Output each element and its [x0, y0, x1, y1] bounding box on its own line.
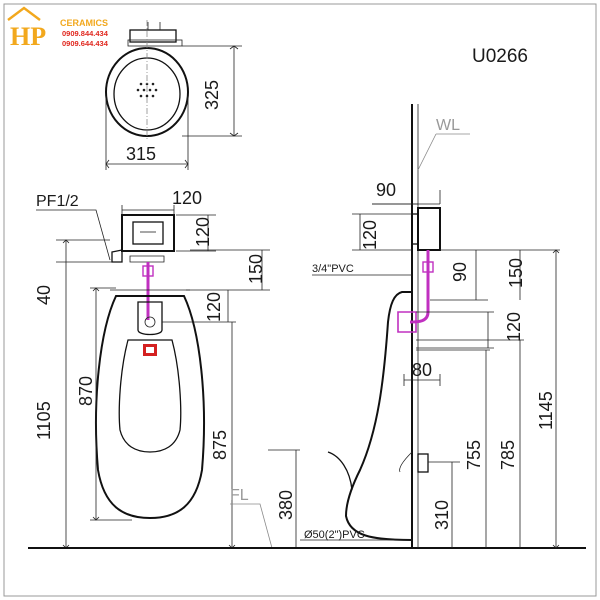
side-valve-120-label: 120 — [360, 220, 380, 250]
valve-height-120-label: 120 — [193, 217, 213, 247]
outlet-center-785-label: 785 — [498, 440, 518, 470]
rim-875-label: 875 — [210, 430, 230, 460]
floor-level-label: FL — [230, 487, 249, 504]
top-view-wall-plate — [129, 29, 177, 43]
spud-150-label: 150 — [506, 258, 526, 288]
drain-pvc-label: Ø50(2")PVC — [304, 529, 365, 541]
top-offset-40-label: 40 — [34, 285, 54, 305]
house-roof-icon — [7, 6, 41, 21]
logo-phone-1: 0909.844.434 — [62, 29, 109, 38]
spud-connector — [397, 311, 417, 333]
drain-outlet — [417, 453, 429, 473]
wall-level-label: WL — [436, 117, 460, 134]
spud-floor-1145-label: 1145 — [536, 391, 556, 430]
width-315-label: 315 — [126, 144, 156, 164]
wall-to-valve-90-label: 90 — [376, 180, 396, 200]
flush-valve-button — [132, 221, 164, 245]
outlet-top-755-label: 755 — [464, 440, 484, 470]
urinal-lip — [327, 451, 353, 491]
overall-1105-label: 1105 — [34, 401, 54, 440]
logo-phone-2: 0909.644.434 — [62, 39, 109, 48]
top-view: 325 315 — [105, 20, 242, 170]
supply-pvc-label: 3/4"PVC — [312, 263, 354, 275]
model-code: U0266 — [472, 46, 528, 67]
urinal-side-profile — [344, 291, 413, 541]
projection-80-label: 80 — [412, 360, 432, 380]
front-view: PF1/2 120 120 40 — [34, 188, 300, 549]
spud-shield — [137, 301, 163, 336]
valve-width-120-label: 120 — [172, 188, 202, 208]
depth-325-label: 325 — [202, 80, 222, 110]
thread-pf-label: PF1/2 — [36, 193, 79, 210]
bowl-870-label: 870 — [76, 376, 96, 406]
side-flush-valve — [417, 207, 441, 251]
side-view: WL 90 120 3/4"PVC 90 150 — [300, 104, 560, 549]
valve-to-rim-150-label: 150 — [246, 254, 266, 284]
top-view-bracket — [127, 39, 183, 47]
spud-drop-120-label: 120 — [204, 292, 224, 322]
brand-logo: HP CERAMICS 0909.844.434 0909.644.434 — [7, 6, 109, 51]
urinal-bowl-inner — [118, 339, 182, 453]
pipe-drop-90-label: 90 — [450, 262, 470, 282]
flush-valve-body — [121, 214, 175, 252]
sheet-border — [3, 3, 597, 597]
drain-310-label: 310 — [432, 500, 452, 530]
side-spud-120-label: 120 — [504, 312, 524, 342]
inlet-connector — [111, 249, 123, 263]
urinal-bowl-outer — [95, 295, 205, 520]
logo-word: CERAMICS — [60, 18, 108, 28]
floor-outlet-380-label: 380 — [276, 490, 296, 520]
drain-holes-icon — [136, 82, 158, 98]
logo-letters: HP — [10, 22, 46, 51]
